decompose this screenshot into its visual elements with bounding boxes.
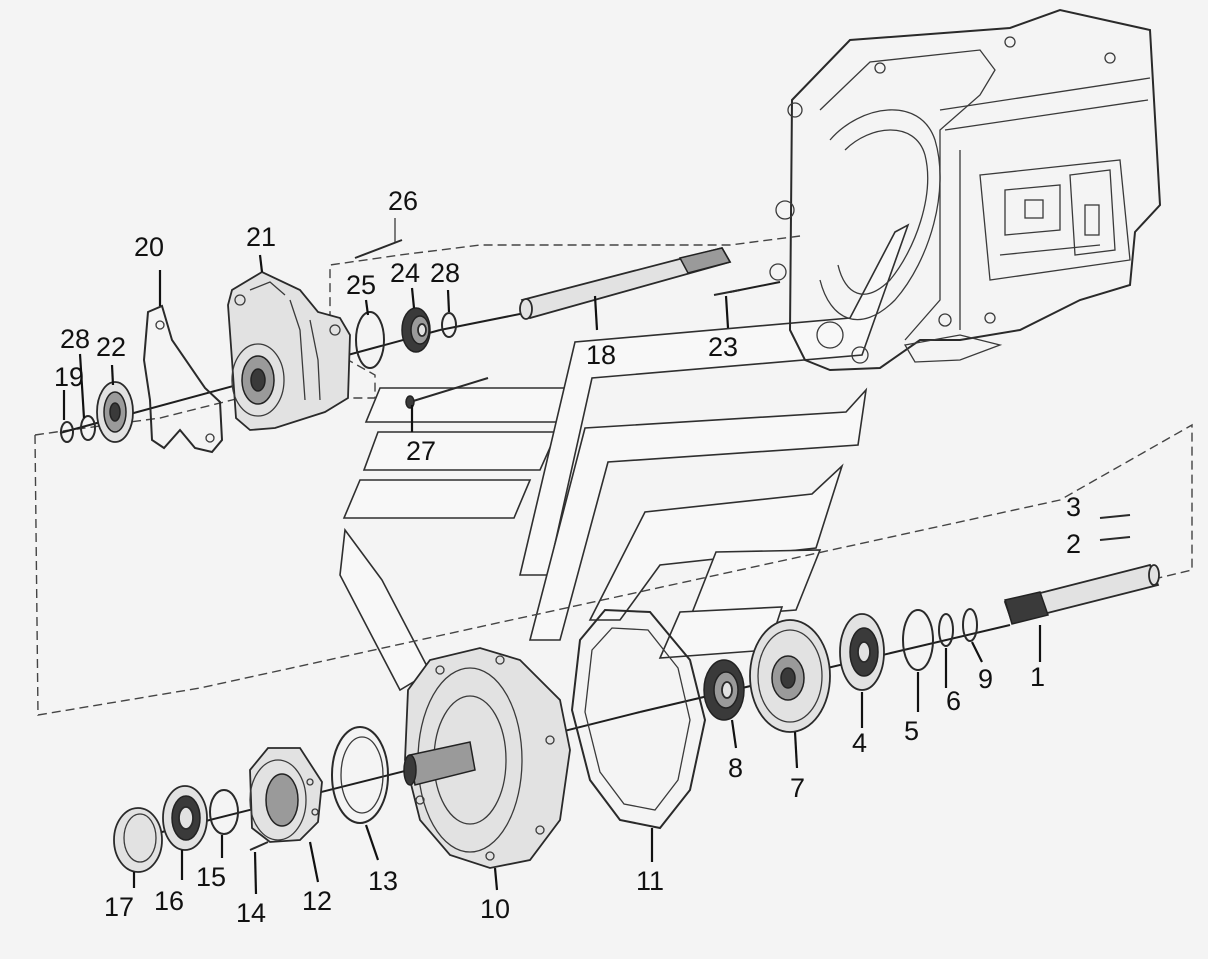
callout-8: 8 bbox=[728, 753, 743, 783]
callout-27: 27 bbox=[406, 436, 436, 466]
part-13-gasket bbox=[331, 726, 389, 824]
callout-5: 5 bbox=[904, 716, 919, 746]
callout-15: 15 bbox=[196, 862, 226, 892]
part-27-long-bolt bbox=[405, 377, 489, 409]
callout-3: 3 bbox=[1066, 492, 1081, 522]
part-4-carrier bbox=[839, 613, 885, 691]
callout-12: 12 bbox=[302, 886, 332, 916]
part-12-bearing-cover bbox=[249, 747, 323, 843]
callout-7: 7 bbox=[790, 773, 805, 803]
part-28-o-ring-right bbox=[441, 312, 457, 338]
lower-boundary-line bbox=[34, 423, 1193, 716]
callout-6: 6 bbox=[946, 686, 961, 716]
part-18-input-shaft bbox=[519, 246, 732, 320]
part-24-bearing bbox=[401, 307, 431, 353]
part-9-snap-ring bbox=[962, 608, 978, 642]
part-11-gasket bbox=[570, 608, 707, 830]
callout-26: 26 bbox=[388, 186, 418, 216]
watermark-logo bbox=[339, 223, 910, 692]
callout-18: 18 bbox=[586, 340, 616, 370]
part-8-sun-gear bbox=[703, 659, 745, 721]
callout-20: 20 bbox=[134, 232, 164, 262]
callout-24: 24 bbox=[390, 258, 420, 288]
callout-17: 17 bbox=[104, 892, 134, 922]
callout-22: 22 bbox=[96, 332, 126, 362]
callout-23: 23 bbox=[708, 332, 738, 362]
callout-21: 21 bbox=[246, 222, 276, 252]
callout-1: 1 bbox=[1030, 662, 1045, 692]
upper-boundary-line bbox=[34, 235, 801, 436]
part-21-pump-housing bbox=[227, 270, 351, 431]
callout-19: 19 bbox=[54, 362, 84, 392]
gearbox-housing bbox=[769, 8, 1162, 372]
part-17-seal-cup bbox=[113, 807, 163, 873]
callout-10: 10 bbox=[480, 894, 510, 924]
part-16-bearing bbox=[162, 785, 208, 851]
part-5-thrust-washer bbox=[902, 609, 934, 671]
callout-14: 14 bbox=[236, 898, 266, 928]
callout-13: 13 bbox=[368, 866, 398, 896]
leader-lines bbox=[62, 254, 1042, 895]
part-22-bearing bbox=[96, 381, 134, 443]
part-6-spacer-ring bbox=[938, 613, 954, 647]
part-7-planet-gear bbox=[749, 619, 831, 733]
part-1-output-shaft bbox=[1003, 563, 1160, 625]
part-23-dowel-pin bbox=[713, 289, 741, 296]
part-15-snap-ring bbox=[209, 789, 239, 835]
callout-labels: 1 2 3 4 5 6 7 8 9 10 11 12 13 14 15 16 1… bbox=[54, 186, 1081, 928]
part-28-o-ring-left bbox=[80, 415, 96, 441]
part-26-pin bbox=[354, 239, 403, 259]
callout-4: 4 bbox=[852, 728, 867, 758]
part-19-snap-ring bbox=[60, 421, 74, 443]
callout-16: 16 bbox=[154, 886, 184, 916]
part-3-pin bbox=[1099, 514, 1131, 519]
part-25-seal-ring bbox=[355, 311, 385, 369]
callout-28-right: 28 bbox=[430, 258, 460, 288]
callout-28-left: 28 bbox=[60, 324, 90, 354]
part-10-planetary-housing bbox=[403, 647, 571, 869]
callout-25: 25 bbox=[346, 270, 376, 300]
callout-9: 9 bbox=[978, 664, 993, 694]
callout-2: 2 bbox=[1066, 529, 1081, 559]
callout-11: 11 bbox=[636, 866, 664, 896]
part-20-gasket-plate bbox=[142, 304, 224, 454]
part-14-bolt bbox=[249, 841, 269, 851]
part-2-key bbox=[1099, 536, 1131, 541]
